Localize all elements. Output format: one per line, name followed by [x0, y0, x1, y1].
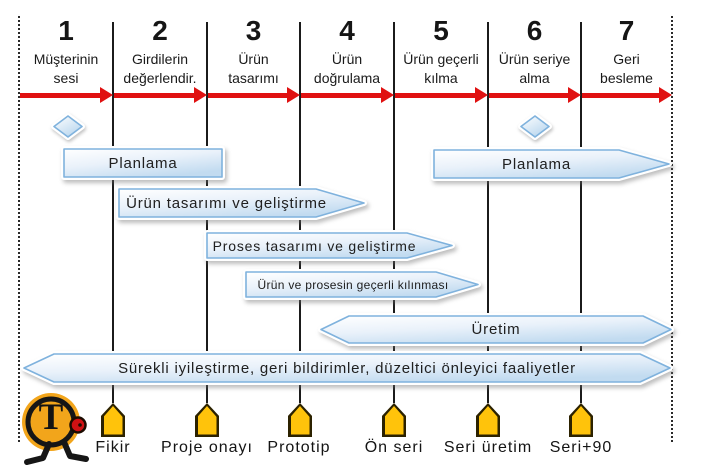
phase-header-4: 4 Ürün doğrulama	[300, 12, 394, 98]
milestone-marker-icon	[476, 403, 500, 437]
phase-number: 7	[618, 15, 635, 46]
phase-divider-line	[112, 22, 114, 403]
phase-name-line2: değerlendir.	[123, 70, 197, 86]
banner-surekli-iyilestirme: Sürekli iyileştirme, geri bildirimler, d…	[21, 351, 673, 385]
phase-name-line2: tasarımı	[228, 70, 279, 86]
timeline-arrow-icon	[114, 93, 195, 98]
phase-header-7: 7 Geri besleme	[581, 12, 672, 98]
phase-header-6: 6 Ürün seriye alma	[488, 12, 581, 98]
milestone-marker-icon	[569, 403, 593, 437]
milestone-label: Seri üretim	[443, 439, 533, 456]
phase-name-line2: besleme	[600, 70, 653, 86]
banner-label: Ürün tasarımı ve geliştirme	[126, 194, 327, 212]
banner-planlama-2: Planlama	[431, 147, 672, 181]
timeline-arrowhead-icon	[194, 87, 207, 103]
phase-number: 5	[433, 15, 449, 46]
banner-uretim: Üretim	[318, 313, 674, 346]
banner-label: Üretim	[471, 321, 521, 338]
phase-name-line1: Girdilerin	[131, 51, 188, 67]
phase-name-line2: kılma	[424, 70, 458, 86]
phase-name-line1: Ürün	[331, 51, 363, 67]
phase-number: 6	[526, 15, 543, 46]
banner-proses-tasarimi: Proses tasarımı ve geliştirme	[204, 230, 455, 261]
milestone-marker-icon	[382, 403, 406, 437]
banner-label: Sürekli iyileştirme, geri bildirimler, d…	[118, 359, 576, 377]
diamond-marker-icon	[51, 113, 85, 140]
milestone-label: Prototip	[267, 439, 331, 456]
timeline-arrowhead-icon	[381, 87, 394, 103]
boundary-line-right	[671, 16, 673, 442]
banner-label: Planlama	[108, 154, 178, 172]
phase-name-line2: doğrulama	[313, 70, 381, 86]
logo-icon	[22, 393, 89, 465]
milestone-label: Ön seri	[364, 439, 424, 456]
diamond-marker-icon	[518, 113, 552, 140]
phase-number: 3	[245, 15, 262, 46]
phase-name-line1: Ürün seriye	[498, 51, 571, 67]
banner-label: Proses tasarımı ve geliştirme	[212, 237, 417, 254]
phase-divider-line	[393, 22, 395, 403]
phase-divider-line	[487, 22, 489, 403]
phase-name-line1: Ürün	[238, 51, 269, 67]
timeline-arrowhead-icon	[475, 87, 488, 103]
phase-header-2: 2 Girdilerin değerlendir.	[113, 12, 207, 98]
phase-number: 2	[152, 15, 168, 46]
phase-number: 1	[58, 15, 74, 46]
banner-urun-tasarimi: Ürün tasarımı ve geliştirme	[116, 186, 367, 220]
timeline-arrowhead-icon	[287, 87, 300, 103]
timeline-arrowhead-icon	[568, 87, 581, 103]
timeline-arrow-icon	[20, 93, 101, 98]
timeline-arrowhead-icon	[659, 87, 672, 103]
phase-name-line1: Geri	[613, 51, 640, 67]
phase-header-5: 5 Ürün geçerli kılma	[394, 12, 488, 98]
phase-header-1: 1 Müşterinin sesi	[19, 12, 113, 98]
phase-name-line2: sesi	[53, 70, 79, 86]
banner-label: Planlama	[502, 155, 571, 173]
phase-divider-line	[580, 22, 582, 403]
timeline-arrow-icon	[301, 93, 382, 98]
timeline-arrow-icon	[395, 93, 476, 98]
banner-label: Ürün ve prosesin geçerli kılınması	[257, 277, 449, 292]
timeline-arrowhead-icon	[100, 87, 113, 103]
timeline-arrow-icon	[208, 93, 288, 98]
banner-planlama-1: Planlama	[61, 146, 225, 180]
logo-letter: T	[38, 397, 64, 438]
milestone-label: Fikir	[95, 439, 131, 456]
milestone-marker-icon	[288, 403, 312, 437]
boundary-line-left	[18, 16, 20, 442]
milestone-marker-icon	[195, 403, 219, 437]
logo: T	[14, 390, 106, 468]
timeline-arrow-icon	[489, 93, 569, 98]
phase-name-line1: Ürün geçerli	[403, 51, 479, 67]
timeline-arrow-icon	[582, 93, 660, 98]
phase-name-line1: Müşterinin	[33, 51, 99, 67]
milestone-label: Proje onayı	[161, 439, 253, 456]
milestone-label: Seri+90	[549, 439, 613, 456]
phase-name-line2: alma	[519, 70, 550, 86]
banner-gecerli-kilinmasi: Ürün ve prosesin geçerli kılınması	[243, 269, 481, 300]
phase-header-3: 3 Ürün tasarımı	[207, 12, 300, 98]
phase-number: 4	[339, 15, 355, 46]
